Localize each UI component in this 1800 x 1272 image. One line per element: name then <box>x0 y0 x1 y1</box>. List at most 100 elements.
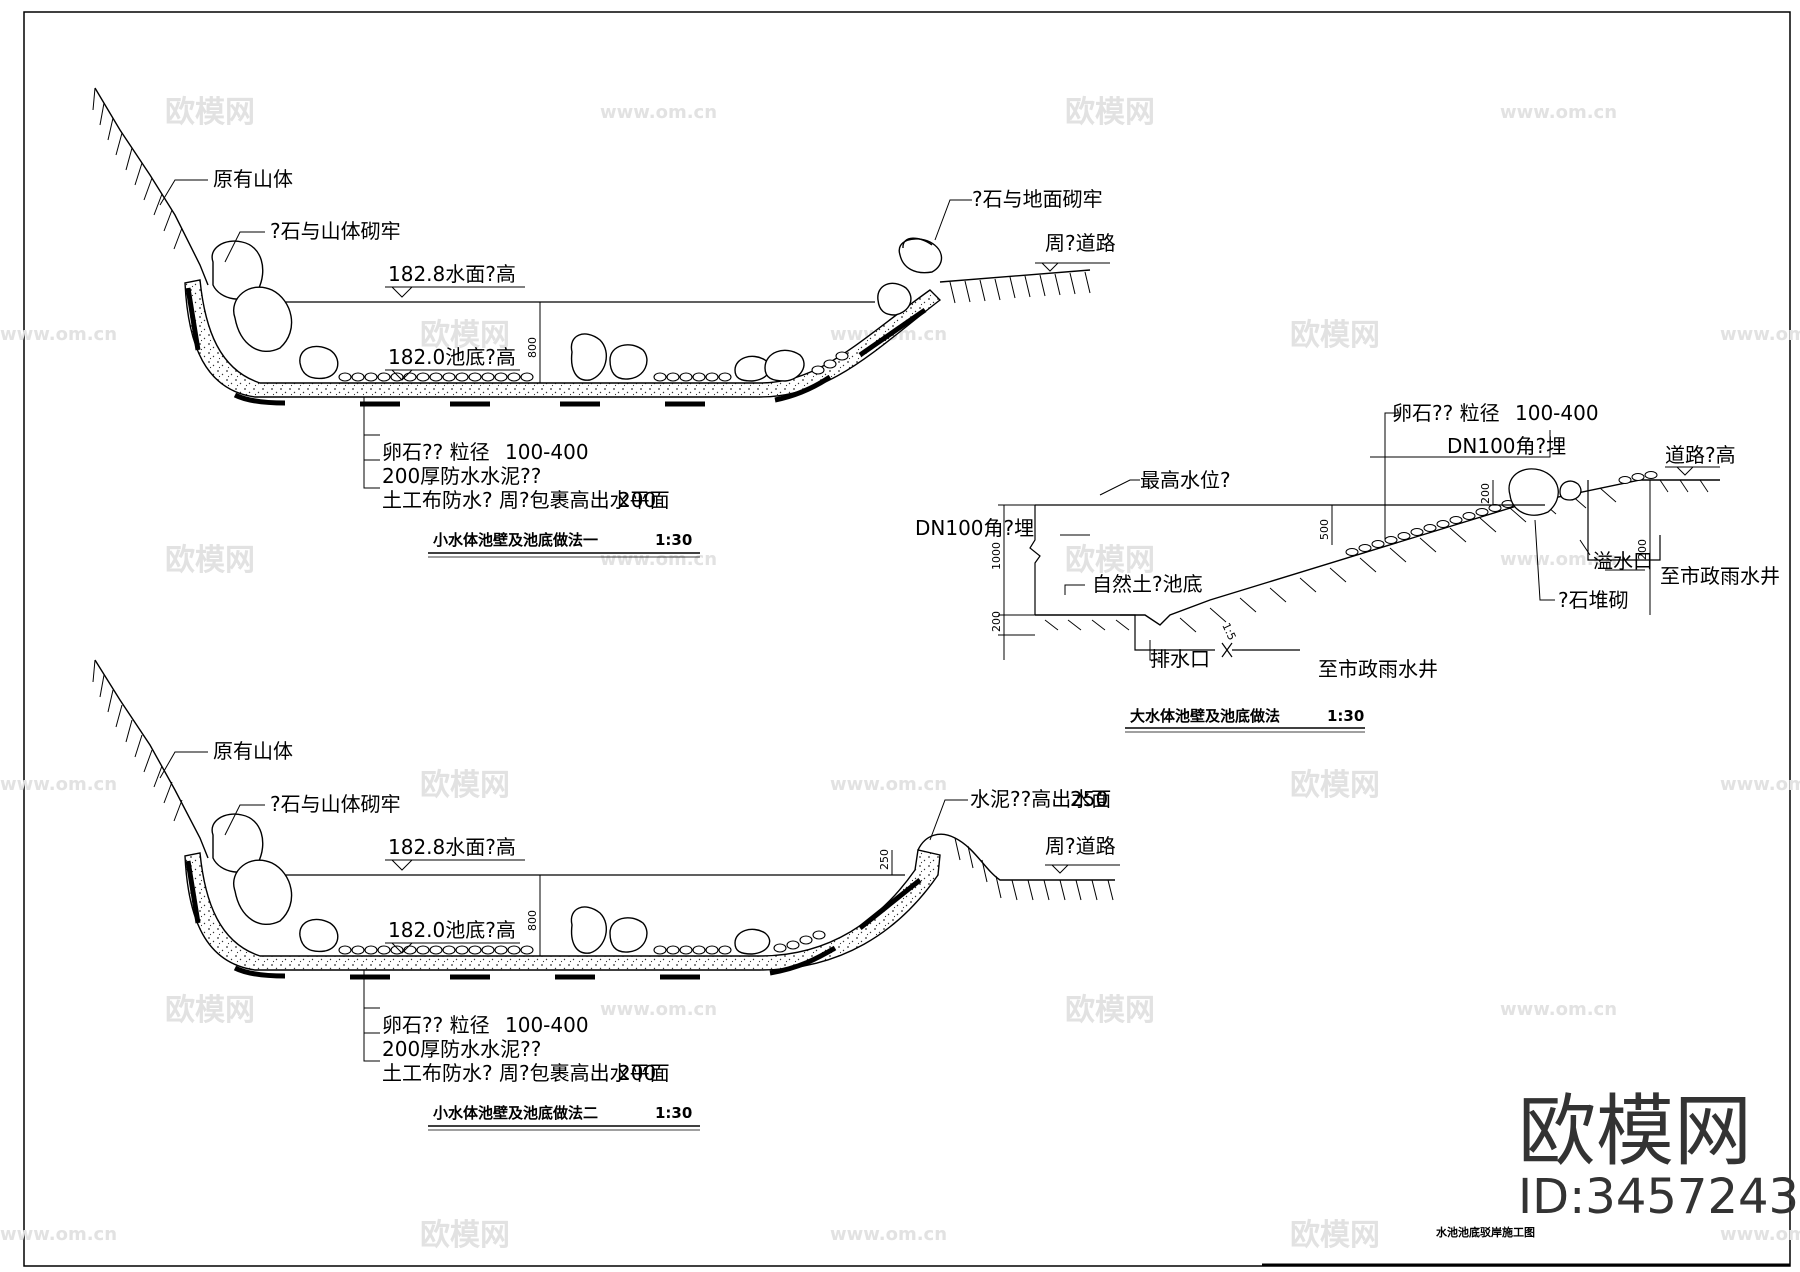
label-layer-geotextile: 土工布防水? 周?包裹高出水平面 <box>382 1061 670 1085</box>
watermark-logo: 欧模网 <box>420 318 510 353</box>
watermark-logo: 欧模网 <box>1065 543 1155 578</box>
label-rock-left: ?石与山体砌牢 <box>270 792 401 816</box>
ground-hatching <box>949 271 1091 304</box>
label-bottom-level: 182.0池底?高 <box>388 345 516 369</box>
watermark-logo: 欧模网 <box>1065 95 1155 130</box>
label-max-water: 最高水位? <box>1140 468 1231 492</box>
label-pebble: 卵石?? 粒径 <box>1392 401 1500 425</box>
boulder <box>211 240 264 300</box>
brand-logo: 欧模网 <box>1518 1087 1752 1177</box>
watermark-site: www.om.cn <box>1500 999 1617 1020</box>
label-natural-soil: 自然土?池底 <box>1092 572 1203 596</box>
watermark-logo: 欧模网 <box>420 1218 510 1253</box>
boulder <box>898 238 943 274</box>
label-rock-pile: ?石堆砌 <box>1558 588 1629 612</box>
sheet-title: 水池池底驳岸施工图 <box>1436 1225 1535 1239</box>
label-layer-geotextile-height: 200 <box>618 1061 656 1085</box>
geotextile-membrane <box>185 287 927 407</box>
boulder <box>1559 480 1582 501</box>
label-layer-geotextile: 土工布防水? 周?包裹高出水平面 <box>382 488 670 512</box>
label-wall-top: 水泥??高出水面 <box>970 787 1111 811</box>
brand-block: 欧模网 ID:3457243 水池池底驳岸施工图 <box>1436 1087 1799 1239</box>
label-road: 周?道路 <box>1045 834 1116 858</box>
boulders <box>1508 468 1582 516</box>
watermark-logo: 欧模网 <box>420 768 510 803</box>
label-drain: 排水口 <box>1150 647 1210 671</box>
label-to-rain-well: 至市政雨水井 <box>1318 657 1438 681</box>
section-3-scale: 1:30 <box>1327 707 1364 725</box>
dn100-pipe-left <box>1029 505 1041 615</box>
label-layer-pebbles: 卵石?? 粒径 <box>382 440 490 464</box>
dimension-200: 200 <box>990 611 1003 632</box>
watermark-site: www.om.cn <box>830 1224 947 1245</box>
slope-hatching <box>1044 479 1709 633</box>
pool-concrete-layer <box>184 279 942 398</box>
drain-pipe <box>1120 614 1215 651</box>
boulder <box>734 928 771 955</box>
brand-id: ID:3457243 <box>1518 1169 1799 1225</box>
label-wall-top-height: 250 <box>1070 787 1108 811</box>
label-layer-pebbles-size: 100-400 <box>505 440 589 464</box>
watermark-logo: 欧模网 <box>165 993 255 1028</box>
watermark-site: www.om.cn <box>830 774 947 795</box>
watermark-site: www.om.cn <box>600 999 717 1020</box>
leader-lines <box>1060 412 1645 661</box>
label-layer-concrete: 200厚防水水泥?? <box>382 464 541 488</box>
watermark-site: www.om.cn <box>1720 774 1800 795</box>
section-3-title: 大水体池壁及池底做法 <box>1130 707 1280 725</box>
depth-dimension: 800 <box>526 337 539 358</box>
pebble-layer <box>1345 471 1658 556</box>
wall-dimension: 250 <box>878 849 891 870</box>
section-3-drawing: 1000 200 1:5 500 200 200 <box>915 401 1780 733</box>
watermark-logo: 欧模网 <box>1065 993 1155 1028</box>
water-level-marker <box>390 286 414 298</box>
watermark-logo: 欧模网 <box>1290 1218 1380 1253</box>
label-existing-mountain: 原有山体 <box>213 167 293 191</box>
section-2-title: 小水体池壁及池底做法二 <box>433 1104 598 1122</box>
slope-ratio: 1:5 <box>1219 621 1238 643</box>
watermark-logo: 欧模网 <box>165 95 255 130</box>
label-overflow: 溢水口 <box>1593 549 1653 573</box>
leader-lines <box>159 179 972 489</box>
label-pebble-size: 100-400 <box>1515 401 1599 425</box>
label-water-level: 182.8水面?高 <box>388 262 516 286</box>
boulders <box>211 813 771 955</box>
label-to-rain-well-2: 至市政雨水井 <box>1660 564 1780 588</box>
geotextile-membrane <box>185 860 922 980</box>
dimension-200-b: 200 <box>1479 483 1492 504</box>
boulder <box>233 859 293 926</box>
mountain-outline <box>94 659 209 859</box>
mountain-hatching <box>92 659 183 822</box>
boulder <box>570 333 608 381</box>
label-road-level: 道路?高 <box>1665 443 1736 467</box>
boulder <box>299 345 339 380</box>
label-layer-pebbles: 卵石?? 粒径 <box>382 1013 490 1037</box>
pebble-layer <box>338 930 826 955</box>
dimension-1000: 1000 <box>990 542 1003 570</box>
boulder <box>877 282 912 316</box>
left-dimensions <box>998 504 1035 660</box>
water-level-marker <box>390 859 414 871</box>
depth-dimension: 800 <box>526 910 539 931</box>
section-2-drawing: 800 250 原有山体 ?石与山体砌牢 水泥??高出水面 250 周?道路 1… <box>92 659 1120 1131</box>
boulder <box>211 813 264 873</box>
ground-hatching <box>954 837 1114 901</box>
road-level-marker <box>1040 262 1060 272</box>
road-level-marker <box>1675 466 1695 476</box>
boulder <box>1508 468 1559 516</box>
drain-valve-icon <box>1221 642 1233 658</box>
label-layer-pebbles-text: 卵石?? 粒径 <box>382 440 490 464</box>
slope-outline <box>1035 479 1720 626</box>
watermark-logo: 欧模网 <box>1290 318 1380 353</box>
label-dn100-pipe-top: DN100角?埋 <box>1447 434 1566 458</box>
watermark-site: www.om.cn <box>1720 324 1800 345</box>
mountain-outline <box>94 87 209 286</box>
label-existing-mountain: 原有山体 <box>213 739 293 763</box>
boulder <box>609 917 648 953</box>
boulder <box>609 344 648 380</box>
label-layer-concrete: 200厚防水水泥?? <box>382 1037 541 1061</box>
boulder <box>570 906 608 954</box>
pool-concrete-layer <box>184 849 941 971</box>
watermark-site: www.om.cn <box>0 774 117 795</box>
